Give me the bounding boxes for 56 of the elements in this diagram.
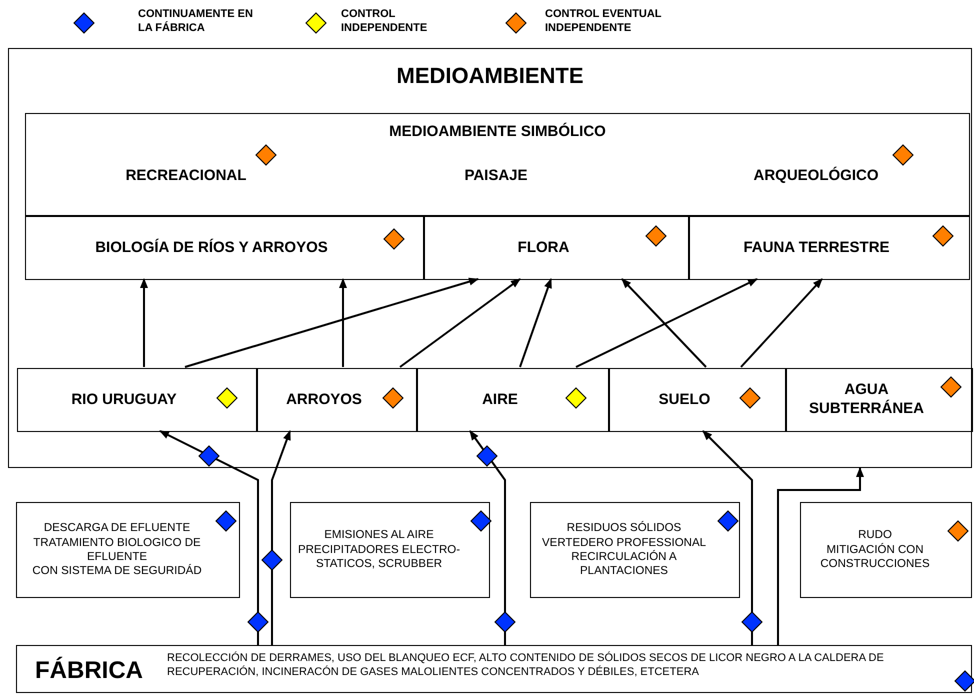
measure-text: MITIGACIÓN CON CONSTRUCCIONES [819, 542, 931, 572]
category-label: BIOLOGÍA DE RÍOS Y ARROYOS [95, 238, 328, 258]
arrow [702, 430, 753, 645]
arrow [399, 278, 521, 368]
arrow [621, 278, 707, 368]
category-box [609, 368, 786, 432]
arrow [519, 278, 552, 368]
measure-text: RESIDUOS SÓLIDOS [566, 521, 682, 536]
category-box [25, 113, 970, 216]
category-label: FAUNA TERRESTRE [743, 238, 890, 258]
category-box [800, 502, 972, 598]
panel-title: MEDIOAMBIENTE [396, 63, 584, 89]
environment-panel [8, 48, 972, 468]
measure-text: RUDO [858, 528, 892, 543]
arrow [271, 430, 291, 645]
arrow [777, 467, 864, 645]
category-label: ARQUEOLÓGICO [752, 167, 880, 184]
category-box [17, 368, 257, 432]
category-box [257, 368, 417, 432]
category-box [16, 502, 240, 598]
legend-text: CONTINUAMENTE EN LA FÁBRICA [138, 8, 254, 36]
arrow [576, 278, 758, 368]
category-label: PAISAJE [463, 167, 529, 184]
category-box [786, 368, 973, 432]
category-box [417, 368, 609, 432]
category-box [25, 216, 424, 280]
category-label: SUELO [658, 390, 710, 410]
category-label: RIO URUGUAY [71, 390, 177, 410]
arrow [140, 278, 148, 367]
arrow [184, 278, 479, 368]
category-label: ARROYOS [286, 390, 362, 410]
arrow [159, 430, 259, 645]
category-label: AIRE [482, 390, 518, 410]
factory-box [16, 645, 972, 693]
category-label: AGUA SUBTERRÁNEA [808, 381, 925, 419]
category-label: RECREACIONAL [124, 167, 248, 184]
category-box [530, 502, 740, 598]
category-box [290, 502, 490, 598]
legend-text: CONTROL EVENTUAL INDEPENDENTE [545, 8, 662, 36]
measure-text: EMISIONES AL AIRE [324, 528, 434, 543]
measure-text: DESCARGA DE EFLUENTE [44, 521, 190, 536]
box-heading: MEDIOAMBIENTE SIMBÓLICO [388, 123, 607, 140]
arrow [339, 278, 347, 367]
arrow [740, 278, 823, 368]
measure-text: CON SISTEMA DE SEGURIDÁD [32, 564, 202, 579]
measure-text: TRATAMIENTO BIOLOGICO DE EFLUENTE [32, 536, 202, 564]
measure-text: RECIRCULACIÓN A PLANTACIONES [570, 550, 678, 579]
arrow [469, 430, 506, 645]
measure-text: PRECIPITADORES ELECTRO-STATICOS, SCRUBBER [296, 542, 462, 572]
category-box [424, 216, 689, 280]
measure-text: VERTEDERO PROFESSIONAL [542, 536, 706, 550]
category-label: FLORA [518, 238, 570, 258]
legend-text: CONTROL INDEPENDENTE [341, 8, 428, 36]
factory-description: RECOLECCIÓN DE DERRAMES, USO DEL BLANQUEO ECF, ALTO CONTENIDO DE SÓLIDOS SECOS DE LICOR NEGRO A LA CALDERA DE RECUPERACIÓN, INCINERACÓN DE GASES MALOLIENTES CONCENTRADOS Y DÉBILES, ETCETERA [167, 651, 885, 680]
category-box [689, 216, 970, 280]
factory-title: FÁBRICA [35, 657, 143, 685]
